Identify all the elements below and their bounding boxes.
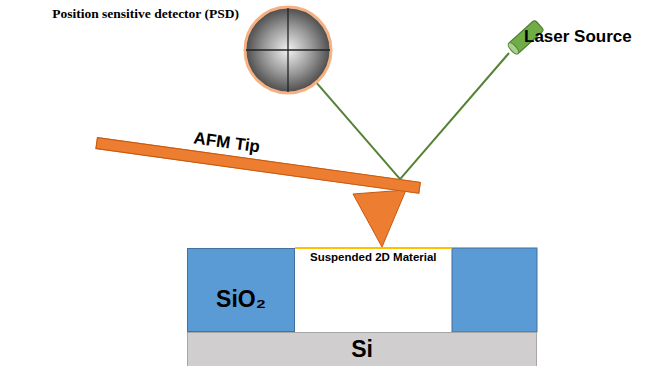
laser-beam: [316, 82, 400, 179]
psd-disc: [243, 5, 333, 95]
node-label: AFM Tip: [192, 128, 261, 157]
node-label: Position sensitive detector (PSD): [52, 6, 239, 22]
laser-source: Laser Source: [500, 12, 550, 62]
laser-beam: [400, 53, 509, 179]
material-label: Suspended 2D Material: [310, 251, 437, 263]
beam-line: [316, 82, 400, 179]
node-label: SiO₂: [216, 286, 266, 313]
silicon-substrate: Si: [187, 332, 537, 366]
node-label: Laser Source: [524, 27, 632, 47]
oxide-block: [452, 248, 537, 332]
node-label: Si: [351, 336, 373, 363]
suspended-membrane: [295, 247, 452, 249]
afm-tip-pyramid: [353, 190, 406, 247]
psd-detector: Position sensitive detector (PSD): [243, 5, 333, 95]
beam-line: [400, 53, 509, 179]
oxide-block: SiO₂: [187, 248, 295, 332]
